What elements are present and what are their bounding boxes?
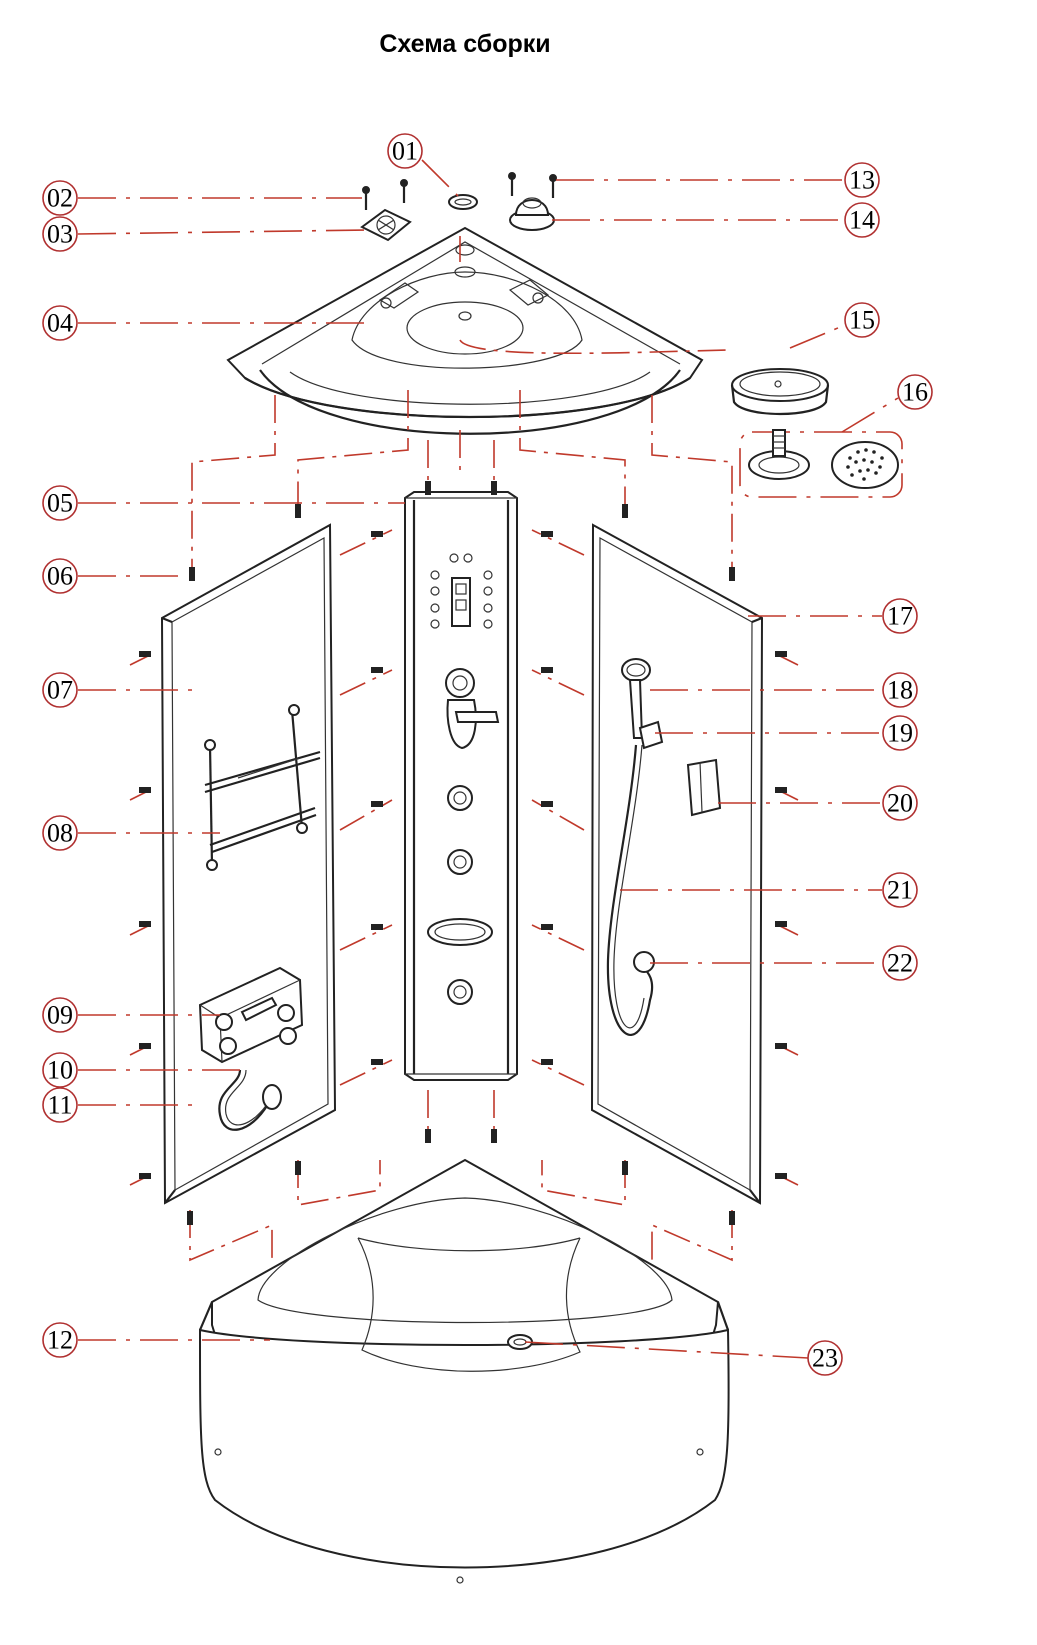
callout-17: 17 <box>882 598 918 634</box>
svg-text:15: 15 <box>849 306 875 335</box>
svg-text:17: 17 <box>887 602 913 631</box>
top-screws <box>362 172 557 210</box>
callout-23: 23 <box>807 1340 843 1376</box>
page-title: Схема сборки <box>379 30 551 58</box>
roof-panel <box>226 226 704 435</box>
svg-text:18: 18 <box>887 676 913 705</box>
svg-text:21: 21 <box>887 876 913 905</box>
center-panel <box>404 491 518 1081</box>
callout-05: 05 <box>42 485 78 521</box>
callout-08: 08 <box>42 815 78 851</box>
svg-text:09: 09 <box>47 1001 73 1030</box>
svg-text:12: 12 <box>47 1326 73 1355</box>
left-wall-panel <box>160 523 337 1205</box>
callout-11: 11 <box>42 1087 78 1123</box>
speaker-part <box>509 197 555 231</box>
shower-head-detail <box>739 429 903 498</box>
svg-text:06: 06 <box>47 562 73 591</box>
callout-03: 03 <box>42 216 78 252</box>
svg-text:01: 01 <box>392 137 418 166</box>
panel-screws <box>139 481 787 1225</box>
svg-text:23: 23 <box>812 1344 838 1373</box>
right-wall-panel <box>590 523 764 1205</box>
left-hose-part <box>218 1069 282 1131</box>
callout-12: 12 <box>42 1322 78 1358</box>
hand-shower-part <box>606 658 722 1036</box>
callout-04: 04 <box>42 305 78 341</box>
shelf-part <box>204 704 321 871</box>
callout-19: 19 <box>882 715 918 751</box>
assembly-lines <box>129 236 799 1265</box>
callout-01: 01 <box>387 133 423 169</box>
svg-text:02: 02 <box>47 184 73 213</box>
callout-13: 13 <box>844 162 880 198</box>
callout-06: 06 <box>42 558 78 594</box>
svg-text:04: 04 <box>47 309 73 338</box>
svg-text:13: 13 <box>849 166 875 195</box>
callout-16: 16 <box>897 374 933 410</box>
ring-part <box>448 194 478 210</box>
svg-text:20: 20 <box>887 789 913 818</box>
callout-07: 07 <box>42 672 78 708</box>
svg-text:14: 14 <box>849 206 875 235</box>
fan-part <box>360 208 412 242</box>
callout-15: 15 <box>844 302 880 338</box>
massage-pillow-part <box>198 966 304 1064</box>
svg-text:22: 22 <box>887 949 913 978</box>
svg-text:07: 07 <box>47 676 73 705</box>
leader-lines <box>77 159 899 1359</box>
svg-text:08: 08 <box>47 819 73 848</box>
callout-20: 20 <box>882 785 918 821</box>
svg-text:10: 10 <box>47 1056 73 1085</box>
callout-14: 14 <box>844 202 880 238</box>
svg-text:05: 05 <box>47 489 73 518</box>
shower-tray <box>198 1158 730 1584</box>
callout-21: 21 <box>882 872 918 908</box>
svg-text:11: 11 <box>47 1091 72 1120</box>
callout-10: 10 <box>42 1052 78 1088</box>
svg-text:16: 16 <box>902 378 928 407</box>
callout-09: 09 <box>42 997 78 1033</box>
callout-18: 18 <box>882 672 918 708</box>
svg-text:03: 03 <box>47 220 73 249</box>
callout-22: 22 <box>882 945 918 981</box>
svg-text:19: 19 <box>887 719 913 748</box>
callout-02: 02 <box>42 180 78 216</box>
shower-head-part <box>730 368 830 416</box>
